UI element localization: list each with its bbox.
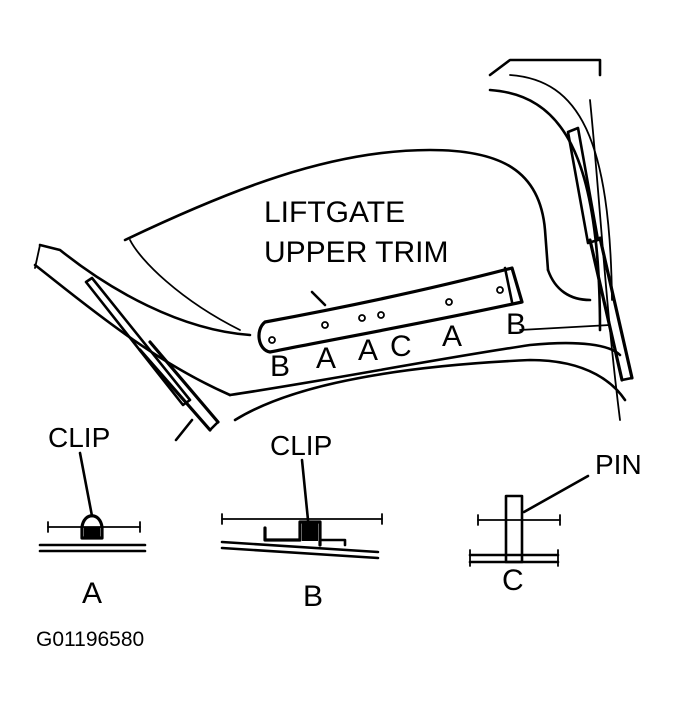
- trim-letter-a-1: A: [316, 342, 336, 375]
- trim-letter-b-right: B: [506, 308, 526, 341]
- detail-a-clip: CLIP A: [38, 422, 147, 610]
- detail-c-letter: C: [502, 564, 524, 597]
- trim-fastener-letters: B A A C A B: [270, 308, 526, 383]
- left-gas-strut: [84, 276, 220, 442]
- trim-label-line1: LIFTGATE: [264, 196, 405, 229]
- trim-letter-a-3: A: [442, 320, 462, 353]
- trim-letter-c: C: [390, 330, 412, 363]
- detail-b-letter: B: [303, 580, 323, 613]
- figure-code: G01196580: [36, 628, 144, 651]
- trim-letter-b-left: B: [270, 350, 290, 383]
- detail-c-pin: PIN C: [468, 449, 642, 597]
- trim-letter-a-2: A: [358, 334, 378, 367]
- trim-label-line2: UPPER TRIM: [264, 236, 448, 269]
- detail-c-callout: PIN: [595, 449, 642, 480]
- detail-a-callout: CLIP: [48, 422, 110, 453]
- detail-a-letter: A: [82, 577, 102, 610]
- detail-b-clip: CLIP B: [220, 430, 383, 613]
- right-gas-strut: [566, 126, 634, 382]
- detail-b-callout: CLIP: [270, 430, 332, 461]
- liftgate-upper-trim-panel: [257, 266, 524, 354]
